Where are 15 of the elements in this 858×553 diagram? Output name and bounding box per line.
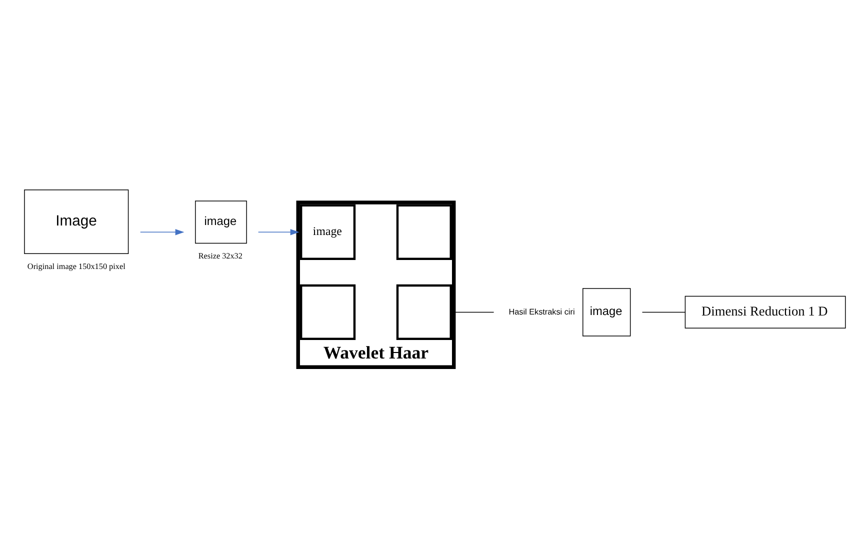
arrow — [140, 228, 184, 235]
node-box — [396, 204, 452, 260]
node-box — [300, 284, 356, 340]
arrow — [258, 228, 300, 235]
node-box: image — [300, 204, 356, 260]
node-box: Dimensi Reduction 1 D — [684, 295, 846, 328]
node-label: Original image 150x150 pixel — [27, 262, 126, 271]
connector — [453, 311, 494, 312]
node-label: Resize 32x32 — [198, 251, 242, 260]
node-label: Hasil Ekstraksi ciri — [508, 306, 575, 316]
node-box: image — [582, 288, 631, 336]
node-box — [396, 284, 452, 340]
node-box: Image — [24, 189, 129, 254]
connector — [642, 311, 686, 312]
node-box: image — [195, 200, 247, 244]
